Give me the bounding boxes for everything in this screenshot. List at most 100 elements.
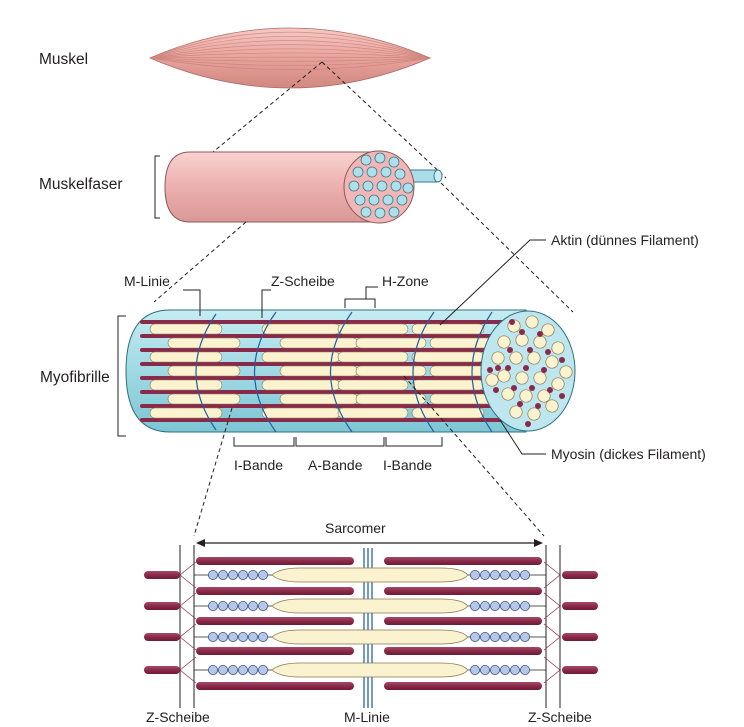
myosin-head	[520, 570, 529, 579]
actin-filament	[196, 647, 354, 655]
myosin-head	[510, 570, 519, 579]
myofibril-face-actin	[547, 387, 553, 393]
myofibril-face-myosin	[552, 342, 564, 354]
fiber-myofibril-dot	[377, 181, 387, 191]
myofibril-thick-filament	[262, 408, 340, 418]
myofibril-face-actin	[525, 421, 531, 427]
myosin-head	[520, 632, 529, 641]
myosin-head	[248, 632, 257, 641]
myofibril-face-actin	[541, 367, 547, 373]
myofibril-thick-filament	[168, 394, 240, 404]
myofibril-face-myosin	[520, 390, 532, 402]
myofibril-thin-filament	[140, 334, 520, 338]
fiber-myofibril-dot	[367, 167, 377, 177]
myosin-head	[490, 665, 499, 674]
myofibril-face-actin	[545, 349, 551, 355]
actin-filament	[384, 587, 542, 595]
myosin-head	[510, 632, 519, 641]
myosin-filament	[272, 599, 468, 613]
myofibril-illustration	[126, 310, 575, 432]
myofibril-face-myosin	[534, 336, 546, 348]
myosin-head	[470, 632, 479, 641]
myosin-head	[258, 665, 267, 674]
myosin-head	[228, 665, 237, 674]
myosin-head	[480, 665, 489, 674]
actin-stub	[144, 571, 180, 579]
label-muscle: Muskel	[39, 51, 88, 68]
myosin-head	[520, 665, 529, 674]
actin-filament	[384, 617, 542, 625]
fiber-myofibril-dot	[389, 157, 399, 167]
fiber-myofibril-dot	[383, 195, 393, 205]
myosin-head	[208, 601, 217, 610]
myofibril-face-actin	[509, 319, 515, 325]
fiber-myofibril-dot	[375, 153, 385, 163]
actin-stub	[562, 571, 598, 579]
actin-stub	[144, 633, 180, 641]
myofibril-face-myosin	[528, 408, 540, 420]
label-m-line-top: M-Linie	[124, 273, 170, 289]
myosin-head	[480, 570, 489, 579]
myofibril-thick-filament	[150, 408, 222, 418]
myosin-head	[510, 601, 519, 610]
myosin-head	[500, 665, 509, 674]
myofibril-face-myosin	[552, 378, 564, 390]
muscle-illustration	[150, 0, 430, 88]
fiber-myofibril-dot	[349, 181, 359, 191]
myofibril-face-actin	[505, 365, 511, 371]
actin-filament	[384, 682, 542, 690]
label-actin: Aktin (dünnes Filament)	[551, 232, 699, 248]
label-muscle-fiber: Muskelfaser	[39, 176, 123, 193]
label-m-line-bottom: M-Linie	[344, 709, 390, 725]
myosin-head	[480, 632, 489, 641]
myosin-head	[228, 632, 237, 641]
myofibril-thin-filament	[140, 320, 520, 324]
myofibril-thick-filament	[356, 338, 426, 348]
fiber-myofibril-dot	[391, 181, 401, 191]
myosin-head	[208, 632, 217, 641]
myofibril-thin-filament	[140, 418, 520, 422]
myosin-head	[520, 601, 529, 610]
myofibril-face-myosin	[492, 352, 504, 364]
myofibril-thin-filament	[140, 390, 520, 394]
myofibril-thick-filament	[150, 324, 222, 334]
myosin-head	[510, 665, 519, 674]
myosin-head	[258, 601, 267, 610]
myofibril-face-actin	[537, 331, 543, 337]
myosin-head	[218, 570, 227, 579]
myosin-head	[470, 570, 479, 579]
actin-filament	[196, 617, 354, 625]
myosin-head	[248, 601, 257, 610]
myofibril-face-myosin	[560, 366, 572, 378]
label-myofibril: Myofibrille	[40, 369, 110, 386]
myofibril-face-actin	[511, 385, 517, 391]
label-i-band-left: I-Bande	[234, 457, 283, 473]
myofibril-thin-filament	[140, 348, 520, 352]
myosin-head	[208, 570, 217, 579]
myofibril-thick-filament	[150, 380, 222, 390]
myofibril-face-actin	[495, 365, 501, 371]
myofibril-face-actin	[559, 357, 565, 363]
myofibril-thick-filament	[168, 366, 240, 376]
label-z-disc-right: Z-Scheibe	[528, 709, 592, 725]
fiber-myofibril-dot	[363, 181, 373, 191]
fiber-myofibril-dot	[355, 195, 365, 205]
myosin-head	[258, 570, 267, 579]
myosin-head	[238, 665, 247, 674]
fiber-myofibril-dot	[353, 167, 363, 177]
label-h-zone: H-Zone	[382, 273, 429, 289]
myosin-filament	[272, 663, 468, 677]
actin-stub	[562, 602, 598, 610]
myosin-head	[500, 570, 509, 579]
myosin-head	[480, 601, 489, 610]
fiber-myofibril-dot	[361, 207, 371, 217]
myosin-head	[490, 632, 499, 641]
band-brackets	[234, 437, 442, 446]
myosin-head	[470, 665, 479, 674]
label-sarcomere: Sarcomer	[325, 520, 386, 536]
myosin-filament	[272, 568, 468, 582]
myosin-head	[500, 601, 509, 610]
myosin-head	[228, 601, 237, 610]
myofibril-thick-filament	[168, 338, 240, 348]
